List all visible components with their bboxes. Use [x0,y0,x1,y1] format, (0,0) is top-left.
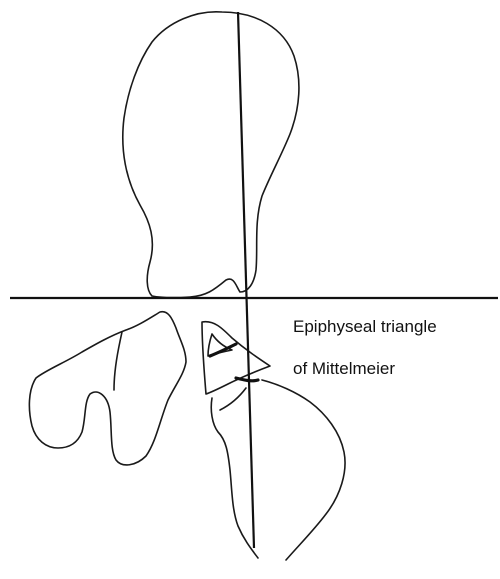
annotation-line-2: of Mittelmeier [293,360,395,377]
epiphyseal-triangle [202,322,270,394]
vertical-reference-line [238,12,254,548]
femur-outer-outline [262,380,345,560]
left-bone-inner-line [114,332,122,390]
left-bone-outline [29,312,186,465]
annotation-line-1: Epiphyseal triangle [293,318,437,335]
upper-bone-outline [123,12,299,298]
femur-neck-line [220,388,246,410]
growth-plate-line-lower [236,378,258,381]
